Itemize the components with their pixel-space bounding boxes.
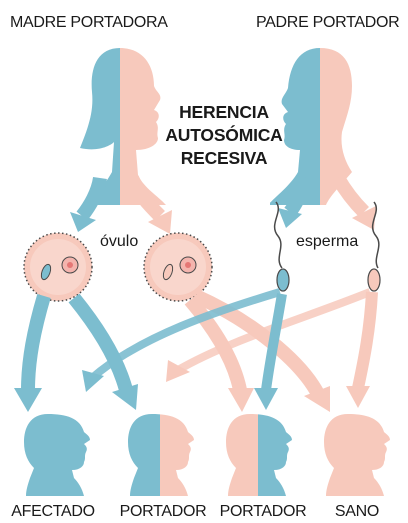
mother-silhouette	[80, 48, 166, 205]
title-line-3: RECESIVA	[181, 148, 268, 168]
child-label-affected: AFECTADO	[11, 503, 95, 520]
title-line-2: AUTOSÓMICA	[165, 124, 283, 145]
child-label-healthy: SANO	[335, 503, 379, 520]
child-carrier-2	[226, 414, 292, 496]
father-label: PADRE PORTADOR	[256, 14, 399, 31]
gamete-to-child-arrows	[14, 288, 378, 412]
sperm-recessive	[273, 201, 290, 292]
sperm-dominant	[367, 201, 381, 292]
child-label-carrier-1: PORTADOR	[120, 503, 207, 520]
egg-dominant	[143, 232, 213, 302]
child-affected	[24, 414, 90, 496]
child-label-carrier-2: PORTADOR	[220, 503, 307, 520]
egg-label: óvulo	[100, 233, 138, 250]
sperm-label: esperma	[296, 233, 358, 250]
child-healthy	[324, 414, 390, 496]
father-silhouette	[270, 48, 352, 205]
title-line-1: HERENCIA	[179, 102, 269, 122]
egg-recessive	[23, 232, 93, 302]
parent-to-gamete-arrows	[70, 174, 376, 234]
mother-label: MADRE PORTADORA	[10, 14, 168, 31]
child-carrier-1	[128, 414, 194, 496]
